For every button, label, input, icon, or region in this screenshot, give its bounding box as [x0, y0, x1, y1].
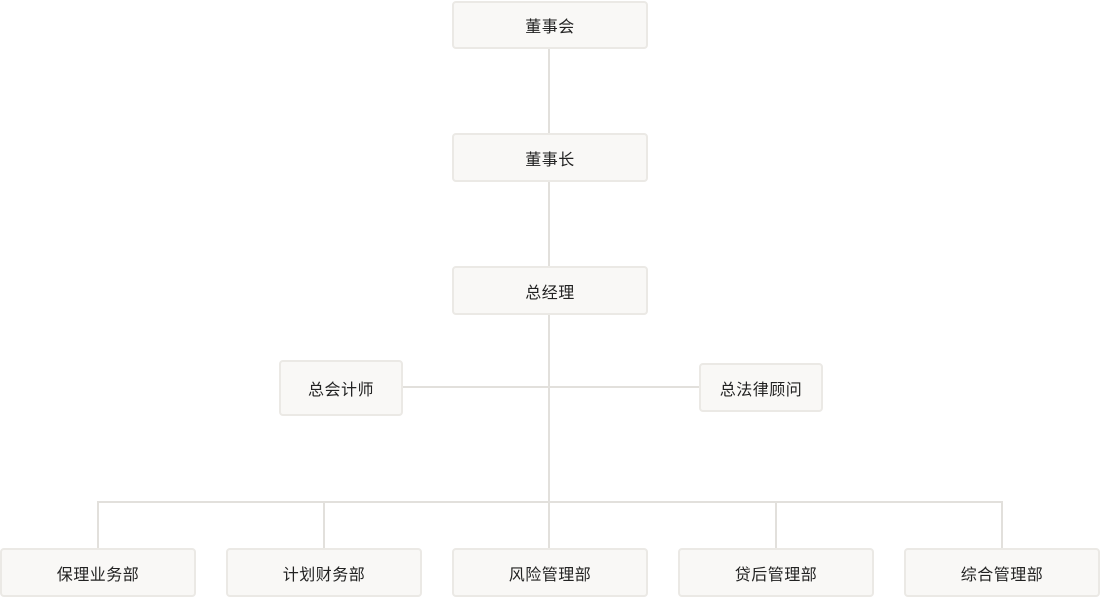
connector-gm-trunk [548, 314, 550, 503]
connector-departments-bus [97, 501, 1003, 503]
connector-chairman-gm [548, 181, 550, 267]
node-board: 董事会 [452, 1, 648, 49]
connector-dept-3 [548, 502, 550, 549]
connector-gm-general-counsel [549, 386, 700, 388]
node-general-counsel: 总法律顾问 [699, 363, 823, 412]
node-general-manager: 总经理 [452, 266, 648, 315]
connector-dept-1 [97, 502, 99, 549]
node-dept-factoring: 保理业务部 [0, 548, 196, 597]
node-dept-risk-management: 风险管理部 [452, 548, 648, 597]
node-chairman: 董事长 [452, 133, 648, 182]
node-dept-planning-finance: 计划财务部 [226, 548, 422, 597]
node-dept-general-management: 综合管理部 [904, 548, 1100, 597]
node-dept-post-loan-management: 贷后管理部 [678, 548, 874, 597]
node-chief-accountant: 总会计师 [279, 360, 403, 416]
connector-dept-4 [775, 502, 777, 549]
connector-dept-5 [1001, 502, 1003, 549]
connector-board-chairman [548, 48, 550, 134]
connector-gm-chief-accountant [402, 386, 549, 388]
connector-dept-2 [323, 502, 325, 549]
